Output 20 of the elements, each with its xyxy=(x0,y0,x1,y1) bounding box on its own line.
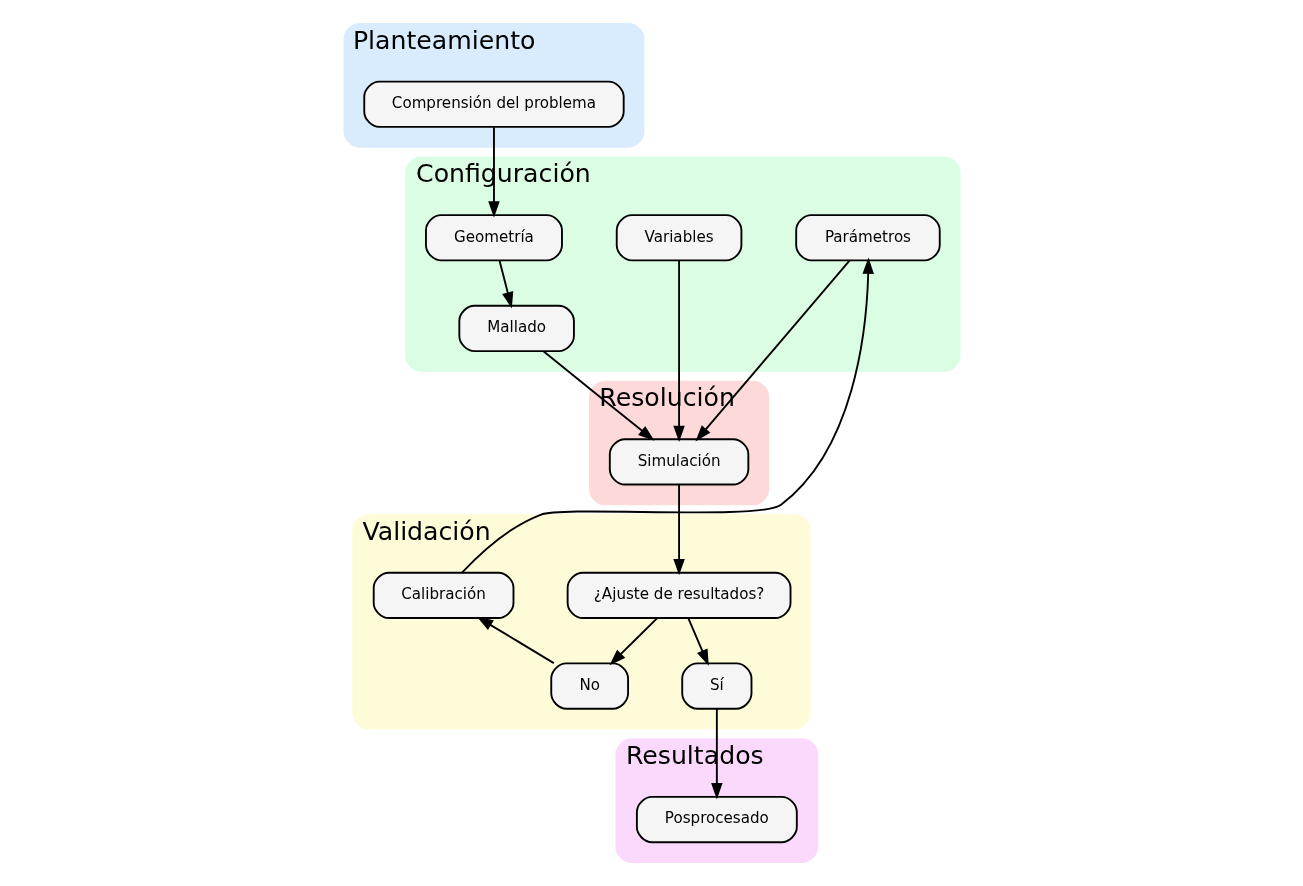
arrow xyxy=(498,259,513,309)
node-box: Parámetros xyxy=(794,214,941,262)
node-box: No xyxy=(549,662,629,710)
arrow xyxy=(476,616,555,665)
node-box: Comprensión del problema xyxy=(362,80,625,128)
node-box: Simulación xyxy=(608,438,749,486)
node-box: Variables xyxy=(615,214,742,262)
arrow xyxy=(608,617,658,666)
arrow xyxy=(672,259,685,443)
node-box: Sí xyxy=(680,662,752,710)
node-box: Mallado xyxy=(457,304,575,352)
arrow xyxy=(686,617,709,666)
node-box: Posprocesado xyxy=(635,795,798,844)
node-box: ¿Ajuste de resultados? xyxy=(566,571,791,619)
node-box: Geometría xyxy=(424,214,563,262)
arrow xyxy=(672,483,685,576)
node-box: Calibración xyxy=(372,571,514,619)
arrow xyxy=(694,259,850,442)
arrow xyxy=(460,257,874,574)
arrow xyxy=(542,350,654,441)
